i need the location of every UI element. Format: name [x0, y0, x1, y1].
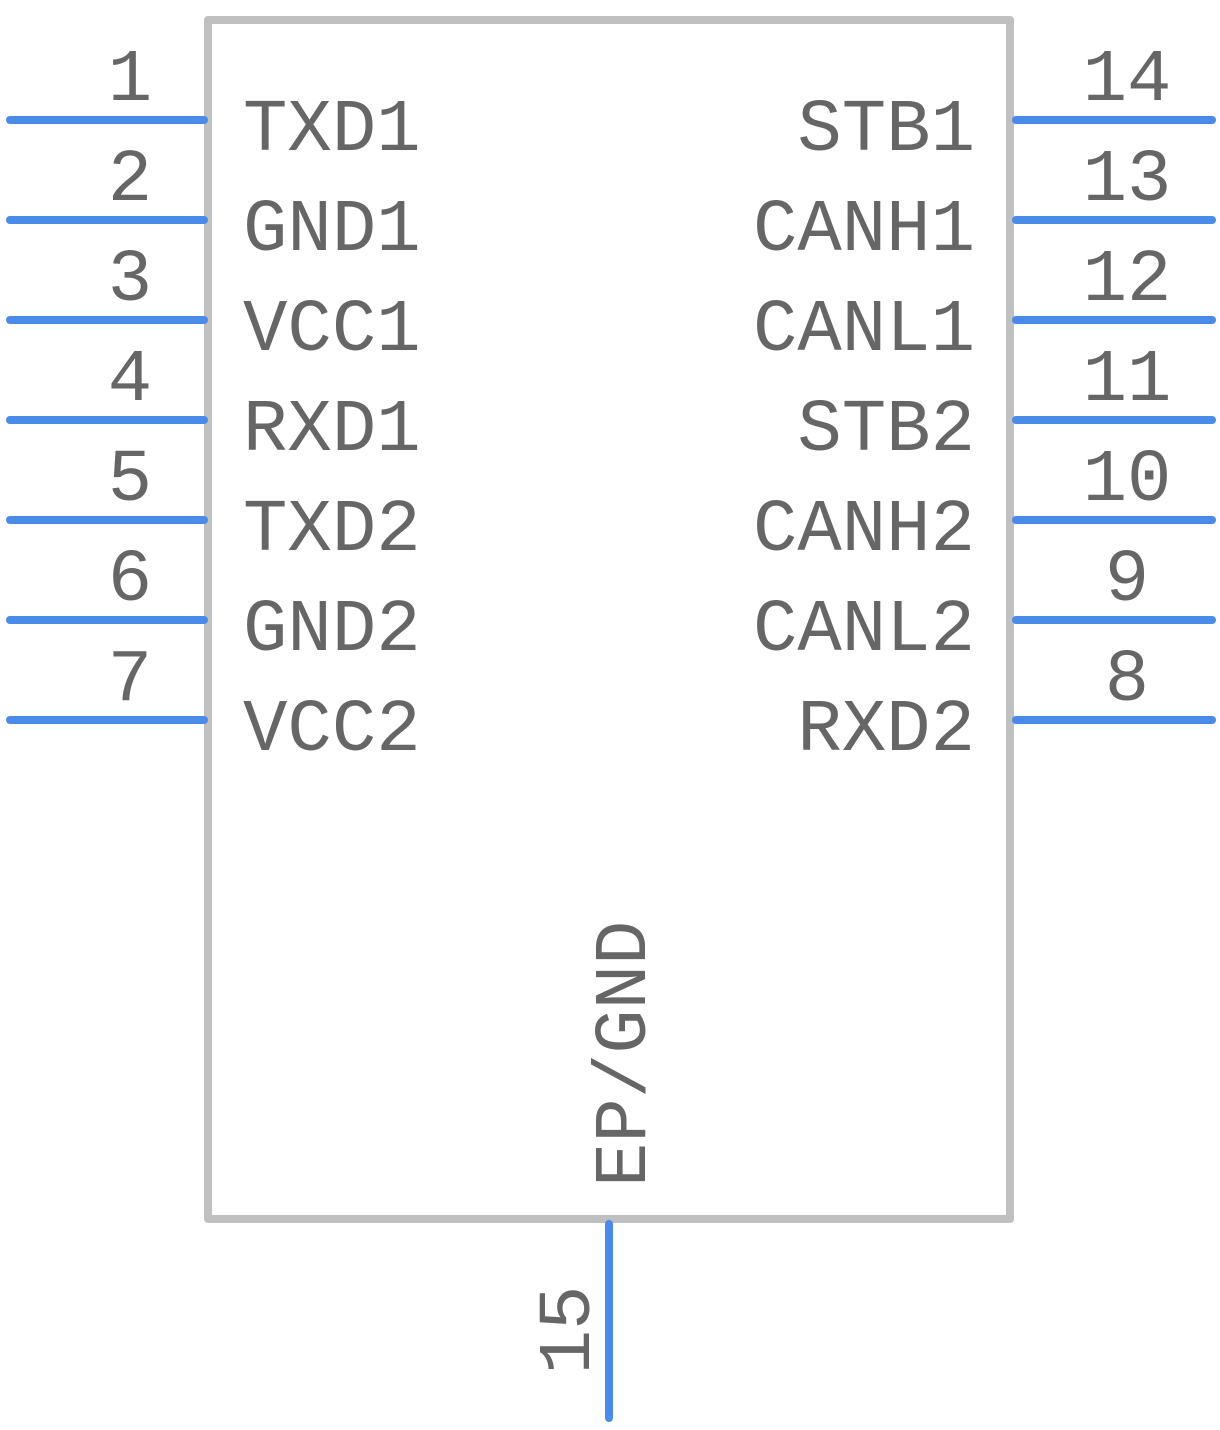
pin-name-canh2: CANH2 [753, 489, 975, 573]
pin-2-number: 2 [108, 139, 152, 223]
pin-name-stb2: STB2 [797, 389, 975, 473]
pin-name-vcc1: VCC1 [243, 289, 421, 373]
pin-name-rxd1: RXD1 [243, 389, 421, 473]
pin-name-canl1: CANL1 [753, 289, 975, 373]
pin-name-txd1: TXD1 [243, 89, 421, 173]
bottom-pin-group: 15 EP/GND [528, 921, 668, 1422]
pin-11-number: 11 [1083, 339, 1172, 423]
pin-name-vcc2: VCC2 [243, 689, 421, 773]
component-body [204, 16, 1014, 1223]
pin-9-number: 9 [1105, 539, 1149, 623]
pin-name-txd2: TXD2 [243, 489, 421, 573]
pin-8-number: 8 [1105, 639, 1149, 723]
pin-6-number: 6 [108, 539, 152, 623]
pin-name-stb1: STB1 [797, 89, 975, 173]
pin-name-gnd2: GND2 [243, 589, 421, 673]
pin-14-number: 14 [1083, 39, 1172, 123]
pin-13-number: 13 [1083, 139, 1172, 223]
pin-4-number: 4 [108, 339, 152, 423]
pin-name-gnd1: GND1 [243, 189, 421, 273]
pin-name-ep-gnd: EP/GND [584, 921, 668, 1187]
pin-name-rxd2: RXD2 [797, 689, 975, 773]
pin-3-number: 3 [108, 239, 152, 323]
pin-7-number: 7 [108, 639, 152, 723]
pin-1-number: 1 [108, 39, 152, 123]
pin-5-number: 5 [108, 439, 152, 523]
pin-15-number: 15 [528, 1286, 612, 1375]
pin-name-canl2: CANL2 [753, 589, 975, 673]
pin-10-number: 10 [1083, 439, 1172, 523]
pin-name-canh1: CANH1 [753, 189, 975, 273]
pin-12-number: 12 [1083, 239, 1172, 323]
